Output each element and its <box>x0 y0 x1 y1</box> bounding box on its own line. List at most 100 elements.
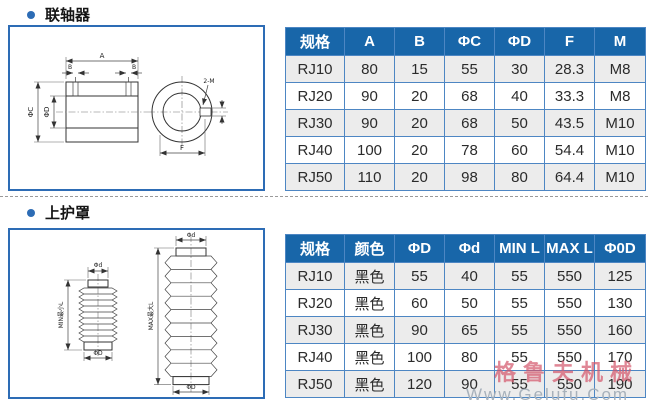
column-header: MIN L <box>494 234 545 263</box>
cell: 黑色 <box>344 289 395 317</box>
cell: 190 <box>594 370 646 398</box>
cell: RJ40 <box>285 343 345 371</box>
coupling-drawing: A B B ΦC ΦD <box>27 52 228 156</box>
dim-label-phi-c: ΦC <box>27 107 35 118</box>
cell: 55 <box>444 55 495 83</box>
dim-label-phi-D-bottom: ΦD <box>93 350 103 357</box>
cell: 90 <box>344 82 395 110</box>
thread-label: 2-M <box>203 78 214 85</box>
dim-label-a: A <box>100 52 105 60</box>
cell: 170 <box>594 343 646 371</box>
column-header: Φ0D <box>594 234 646 263</box>
bullet-icon <box>27 10 35 19</box>
cell: 80 <box>344 55 395 83</box>
boot-compressed-view: Φd MIN最小L ΦD <box>57 262 118 361</box>
cell: 100 <box>344 136 395 164</box>
cell: 64.4 <box>544 163 595 191</box>
cell: 28.3 <box>544 55 595 83</box>
cell: 550 <box>544 289 595 317</box>
cell: 黑色 <box>344 316 395 344</box>
cell: 160 <box>594 316 646 344</box>
cell: RJ50 <box>285 163 345 191</box>
cell: 98 <box>444 163 495 191</box>
cell: RJ30 <box>285 109 345 137</box>
coupling-section-view: A B B ΦC ΦD <box>27 52 148 143</box>
cell: RJ20 <box>285 289 345 317</box>
cell: 60 <box>494 136 545 164</box>
cell: 130 <box>594 289 646 317</box>
dim-label-min-l: MIN最小L <box>57 301 65 328</box>
cell: 15 <box>394 55 445 83</box>
dim-label-b-right: B <box>132 64 136 71</box>
cell: 60 <box>394 289 445 317</box>
column-header: 规格 <box>285 234 345 263</box>
cell: RJ10 <box>285 55 345 83</box>
cell: RJ40 <box>285 136 345 164</box>
column-header: MAX L <box>544 234 595 263</box>
cell: 550 <box>544 262 595 290</box>
column-header: A <box>344 27 395 56</box>
cell: 40 <box>494 82 545 110</box>
column-header: Φd <box>444 234 495 263</box>
dim-label-phi-d-top: Φd <box>187 232 196 239</box>
cell: 550 <box>544 316 595 344</box>
column-header: F <box>544 27 595 56</box>
column-header: ΦD <box>494 27 545 56</box>
boot-extended-view: Φd MAX最大L ΦD <box>147 232 218 395</box>
cell: 100 <box>394 343 445 371</box>
bullet-icon <box>27 208 35 217</box>
column-header: ΦC <box>444 27 495 56</box>
watermark-url: Www.Gelufu.Com <box>466 385 630 404</box>
cell: 80 <box>494 163 545 191</box>
column-header: ΦD <box>394 234 445 263</box>
cell: 43.5 <box>544 109 595 137</box>
cell: 40 <box>444 262 495 290</box>
coupling-drawing-panel: A B B ΦC ΦD <box>8 25 265 191</box>
cell: RJ10 <box>285 262 345 290</box>
dim-label-phi-d-top: Φd <box>94 262 103 269</box>
cell: 20 <box>394 163 445 191</box>
cell: 20 <box>394 109 445 137</box>
boot-drawing: Φd MIN最小L ΦD Φd <box>57 232 218 395</box>
dim-label-f: F <box>180 144 184 152</box>
cell: M8 <box>594 55 646 83</box>
cell: 65 <box>444 316 495 344</box>
cell: RJ50 <box>285 370 345 398</box>
cell: 90 <box>394 316 445 344</box>
cell: M10 <box>594 136 646 164</box>
cell: 20 <box>394 136 445 164</box>
cell: M10 <box>594 109 646 137</box>
cell: 110 <box>344 163 395 191</box>
section-title-boot: 上护罩 <box>45 205 91 222</box>
cell: 125 <box>594 262 646 290</box>
cell: 54.4 <box>544 136 595 164</box>
column-header: M <box>594 27 646 56</box>
cell: 50 <box>444 289 495 317</box>
cell: M8 <box>594 82 646 110</box>
cell: 550 <box>544 370 595 398</box>
dim-label-b-left: B <box>68 64 72 71</box>
cell: 黑色 <box>344 343 395 371</box>
section-header-coupling: 联轴器 <box>27 4 90 25</box>
section-divider <box>0 196 648 197</box>
section-title-coupling: 联轴器 <box>45 7 91 24</box>
dim-label-phi-d: ΦD <box>43 107 51 118</box>
cell: RJ30 <box>285 316 345 344</box>
cell: 68 <box>444 109 495 137</box>
cell: 78 <box>444 136 495 164</box>
cell: 55 <box>394 262 445 290</box>
cell: RJ20 <box>285 82 345 110</box>
cell: 120 <box>394 370 445 398</box>
cell: 50 <box>494 109 545 137</box>
